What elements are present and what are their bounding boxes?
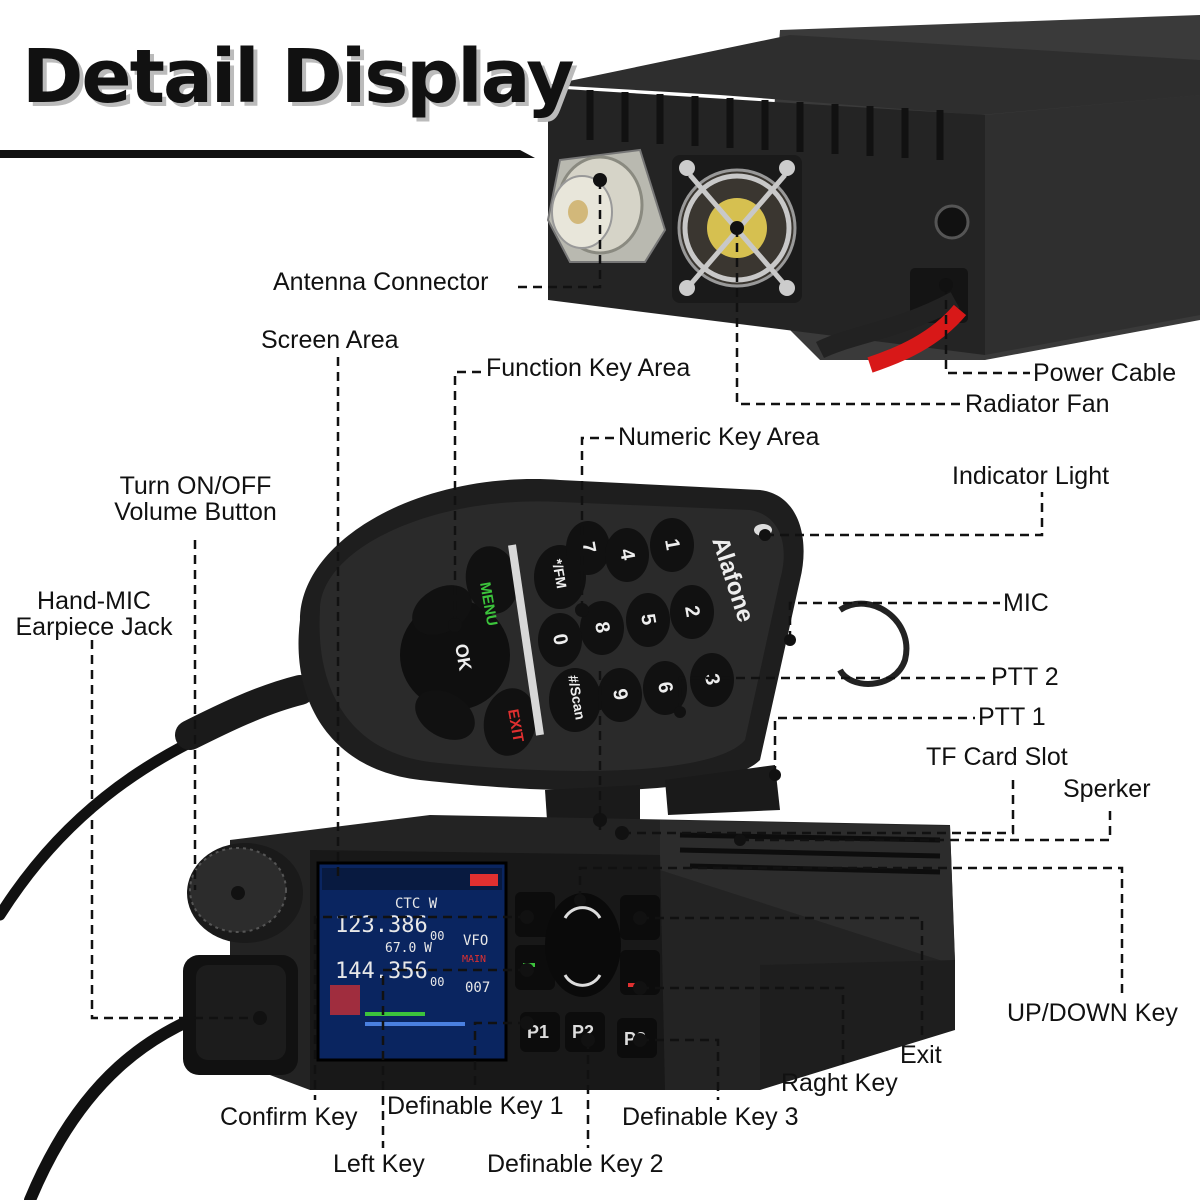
mic-hash-key[interactable]: #/Scan bbox=[565, 674, 589, 721]
label-power-cable: Power Cable bbox=[1033, 359, 1177, 387]
label-confirm-key: Confirm Key bbox=[220, 1103, 358, 1131]
label-hand-mic-line2: Earpiece Jack bbox=[15, 613, 173, 642]
mic-digit-9[interactable]: 9 bbox=[608, 687, 632, 702]
label-tf-card-slot: TF Card Slot bbox=[926, 743, 1068, 771]
screen-freq-b-small: 00 bbox=[430, 975, 444, 989]
label-function-key-area: Function Key Area bbox=[486, 354, 691, 382]
mic-star-key[interactable]: */FM bbox=[549, 558, 570, 590]
power-cable-icon bbox=[815, 268, 968, 373]
screen-freq-a: 123.386 bbox=[335, 913, 428, 938]
leader-lines bbox=[90, 180, 1124, 1148]
label-ptt1: PTT 1 bbox=[978, 703, 1046, 731]
page-title: Detail Display bbox=[22, 34, 574, 120]
label-mic: MIC bbox=[1003, 589, 1049, 617]
label-left-key: Left Key bbox=[333, 1150, 425, 1178]
label-indicator-light: Indicator Light bbox=[952, 462, 1110, 490]
screen-channel-b: 007 bbox=[465, 980, 490, 996]
radio-rear-body bbox=[548, 15, 1200, 360]
label-radiator-fan: Radiator Fan bbox=[965, 390, 1110, 418]
title-underline bbox=[0, 150, 535, 158]
label-turn-on-off-line2: Volume Button bbox=[114, 498, 277, 527]
label-exit: Exit bbox=[900, 1041, 942, 1069]
mic-digit-4[interactable]: 4 bbox=[615, 547, 639, 563]
mic-ok-key[interactable]: OK bbox=[451, 642, 475, 672]
screen-ctc-text: CTC W bbox=[395, 896, 438, 912]
antenna-connector-icon bbox=[546, 148, 667, 263]
label-definable-key-1: Definable Key 1 bbox=[387, 1092, 564, 1120]
label-turn-on-off: Turn ON/OFF Volume Button bbox=[103, 473, 288, 526]
screen-freq-b: 144.356 bbox=[335, 959, 428, 984]
screen-freq-a-small: 00 bbox=[430, 929, 444, 943]
mic-digit-3[interactable]: 3 bbox=[700, 672, 724, 687]
mic-jack-plug-icon bbox=[183, 955, 298, 1075]
mic-digit-5[interactable]: 5 bbox=[636, 612, 660, 627]
hand-mic-body bbox=[298, 479, 910, 835]
label-numeric-key-area: Numeric Key Area bbox=[618, 423, 820, 451]
label-turn-on-off-line1: Turn ON/OFF bbox=[119, 472, 272, 500]
screen-mode-a: VFO bbox=[463, 933, 488, 949]
mic-exit-key[interactable]: EXIT bbox=[504, 708, 527, 744]
mic-digit-2[interactable]: 2 bbox=[680, 604, 704, 619]
label-screen-area: Screen Area bbox=[261, 326, 399, 354]
label-sperker: Sperker bbox=[1063, 775, 1151, 803]
label-raght-key: Raght Key bbox=[781, 1069, 898, 1097]
label-hand-mic-line1: Hand-MIC bbox=[37, 587, 151, 615]
screen-main-badge: MAIN bbox=[462, 954, 486, 965]
lcd-screen bbox=[316, 861, 508, 1062]
mic-digit-0[interactable]: 0 bbox=[548, 632, 572, 647]
label-hand-mic-jack: Hand-MIC Earpiece Jack bbox=[8, 588, 180, 641]
mic-digit-1[interactable]: 1 bbox=[660, 537, 684, 552]
rear-jack-icon bbox=[934, 204, 970, 240]
label-definable-key-3: Definable Key 3 bbox=[622, 1103, 799, 1131]
leader-dots bbox=[231, 173, 953, 1047]
mic-digit-8[interactable]: 8 bbox=[590, 620, 614, 635]
label-up-down-key: UP/DOWN Key bbox=[1007, 999, 1178, 1027]
screen-power-b: 67.0 W bbox=[385, 941, 432, 956]
label-antenna-connector: Antenna Connector bbox=[273, 268, 489, 296]
mic-digit-6[interactable]: 6 bbox=[653, 680, 677, 695]
label-definable-key-2: Definable Key 2 bbox=[487, 1150, 664, 1178]
label-ptt2: PTT 2 bbox=[991, 663, 1059, 691]
